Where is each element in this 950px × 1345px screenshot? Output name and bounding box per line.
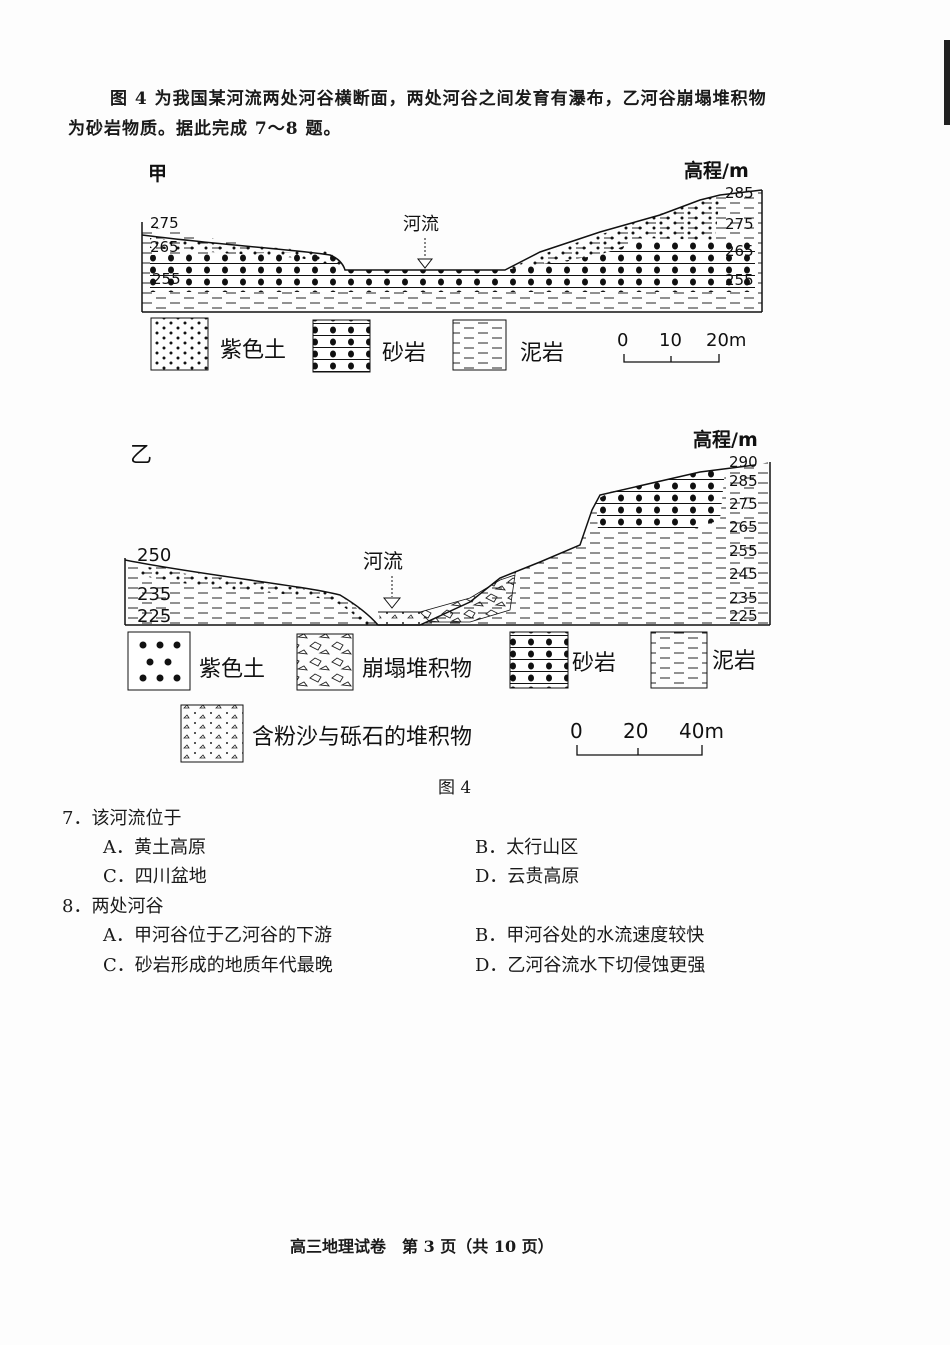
question-7-option-c: C．四川盆地 [103, 866, 207, 887]
figure-a-axis-title: 高程/m [684, 159, 749, 182]
tick-right-275: 275 [729, 495, 758, 513]
tick-left-275: 275 [150, 214, 179, 232]
terrain-surface-b [124, 464, 756, 626]
legend-purple-soil-swatch [150, 317, 209, 371]
sandstone-block [596, 470, 725, 530]
tick-left-225: 225 [137, 606, 171, 627]
question-7-option-a: A．黄土高原 [103, 837, 206, 858]
water-level-icon [416, 258, 434, 269]
collapse-deposit [419, 574, 516, 623]
legend-sandstone-swatch [312, 319, 371, 373]
tick-left-235: 235 [137, 584, 171, 605]
purple-soil-band [140, 565, 378, 625]
page-footer: 高三地理试卷 第 3 页（共 10 页） [290, 1237, 554, 1256]
intro-line-2: 为砂岩物质。据此完成 7～8 题。 [68, 119, 342, 139]
tick-right-275: 275 [725, 215, 754, 233]
legend-b-sandstone-swatch [509, 631, 569, 689]
question-7-option-d: D．云贵高原 [475, 866, 580, 887]
scale-bar [623, 354, 720, 363]
tick-left-265: 265 [150, 238, 179, 256]
figure-b-axis-title: 高程/m [693, 428, 758, 451]
tick-right-265: 265 [729, 518, 758, 536]
river-label-b: 河流 [363, 549, 403, 573]
tick-right-285: 285 [725, 184, 754, 202]
legend-sandstone: 砂岩 [382, 341, 426, 366]
scale-b-40m: 40m [679, 719, 724, 743]
purple-soil-left [150, 238, 345, 268]
question-7-option-b: B．太行山区 [475, 837, 579, 858]
figure-a-label: 甲 [148, 163, 167, 185]
tick-left-250: 250 [137, 545, 171, 566]
tick-right-255: 255 [725, 271, 754, 289]
tick-right-255: 255 [729, 542, 758, 560]
legend-purple-soil: 紫色土 [220, 338, 286, 363]
question-8-option-b: B．甲河谷处的水流速度较快 [475, 925, 705, 946]
water-level-icon-b [382, 597, 402, 609]
question-8-stem: 8．两处河谷 [62, 896, 164, 917]
question-8-option-c: C．砂岩形成的地质年代最晚 [103, 955, 333, 976]
intro-line-1: 图 4 为我国某河流两处河谷横断面，两处河谷之间发育有瀑布，乙河谷崩塌堆积物 [110, 89, 767, 109]
scale-bar-b [576, 745, 703, 756]
figure-b-label: 乙 [130, 443, 152, 468]
tick-right-290: 290 [729, 453, 758, 471]
legend-b-mudstone-swatch [650, 631, 708, 689]
question-8-option-d: D．乙河谷流水下切侵蚀更强 [475, 955, 706, 976]
tick-right-285: 285 [729, 472, 758, 490]
gravel-deposit [378, 612, 430, 625]
scale-b-0: 0 [570, 719, 583, 743]
tick-left-255: 255 [152, 270, 181, 288]
terrain-surface [141, 189, 763, 271]
cross-section-jia: 甲 高程/m 275 265 255 285 275 265 255 河流 [141, 159, 763, 373]
legend-b-mudstone: 泥岩 [712, 649, 756, 674]
scale-0: 0 [617, 330, 628, 351]
scale-20m: 20m [706, 330, 746, 351]
legend-mudstone: 泥岩 [520, 341, 564, 366]
figure-caption: 图 4 [438, 778, 472, 798]
tick-right-225: 225 [729, 607, 758, 625]
legend-mudstone-swatch [452, 319, 507, 371]
question-7-stem: 7．该河流位于 [62, 808, 182, 829]
question-8-option-a: A．甲河谷位于乙河谷的下游 [103, 925, 332, 946]
scale-b-20: 20 [623, 719, 648, 743]
tick-right-235: 235 [729, 589, 758, 607]
tick-right-245: 245 [729, 565, 758, 583]
legend-b-gravel: 含粉沙与砾石的堆积物 [252, 725, 472, 750]
legend-b-gravel-swatch [180, 704, 244, 763]
tick-right-265: 265 [725, 242, 754, 260]
legend-b-collapse-swatch [296, 633, 354, 691]
purple-soil-right [505, 195, 720, 270]
river-label-a: 河流 [403, 214, 439, 235]
legend-b-collapse: 崩塌堆积物 [362, 657, 472, 682]
scale-10: 10 [659, 330, 682, 351]
legend-b-sandstone: 砂岩 [572, 651, 616, 676]
legend-b-purple-soil: 紫色土 [199, 657, 265, 682]
cross-section-yi: 乙 高程/m 250 235 225 290 285 275 265 255 2… [124, 428, 771, 763]
scan-edge [944, 40, 950, 125]
